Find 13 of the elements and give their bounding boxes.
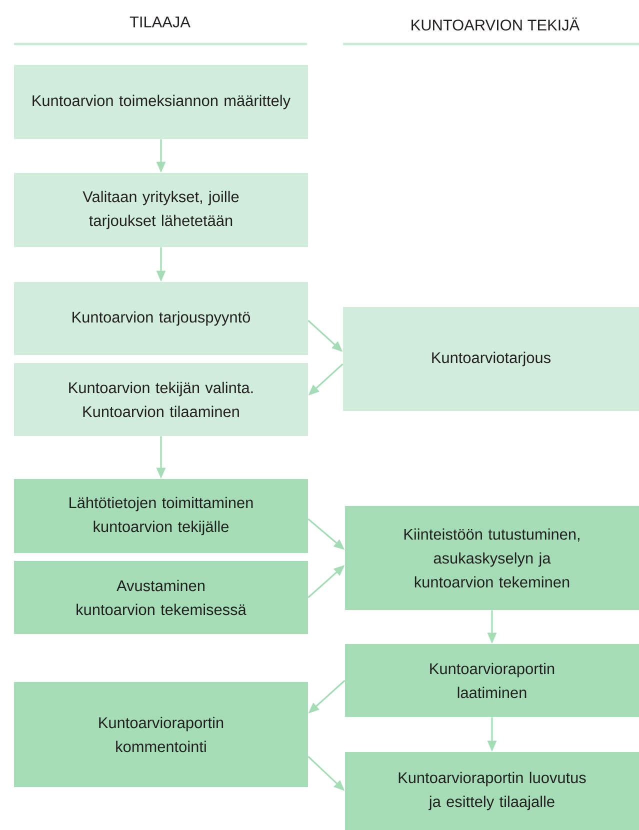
- process-box: Kiinteistöön tutustuminen, asukaskyselyn ja kuntoarvion tekeminen: [345, 506, 639, 610]
- process-box: Kuntoarvioraportin luovutus ja esittely tilaajalle: [345, 752, 639, 830]
- process-box: Valitaan yritykset, joille tarjoukset lähetetään: [14, 173, 308, 247]
- process-box: Avustaminen kuntoarvion tekemisessä: [14, 561, 308, 634]
- process-box: Kuntoarvion tekijän valinta. Kuntoarvion tilaaminen: [14, 363, 308, 436]
- process-box: Lähtötietojen toimittaminen kuntoarvion tekijälle: [14, 479, 308, 553]
- process-box: Kuntoarvioraportin kommentointi: [14, 682, 308, 787]
- process-box: Kuntoarvioraportin laatiminen: [345, 644, 639, 717]
- process-box: Kuntoarvion tarjouspyyntö: [14, 282, 308, 355]
- column-heading: KUNTOARVION TEKIJÄ: [412, 17, 580, 31]
- column-heading: TILAAJA: [130, 16, 190, 28]
- process-box: Kuntoarviotarjous: [343, 307, 639, 411]
- process-box: Kuntoarvion toimeksiannon määrittely: [14, 65, 308, 139]
